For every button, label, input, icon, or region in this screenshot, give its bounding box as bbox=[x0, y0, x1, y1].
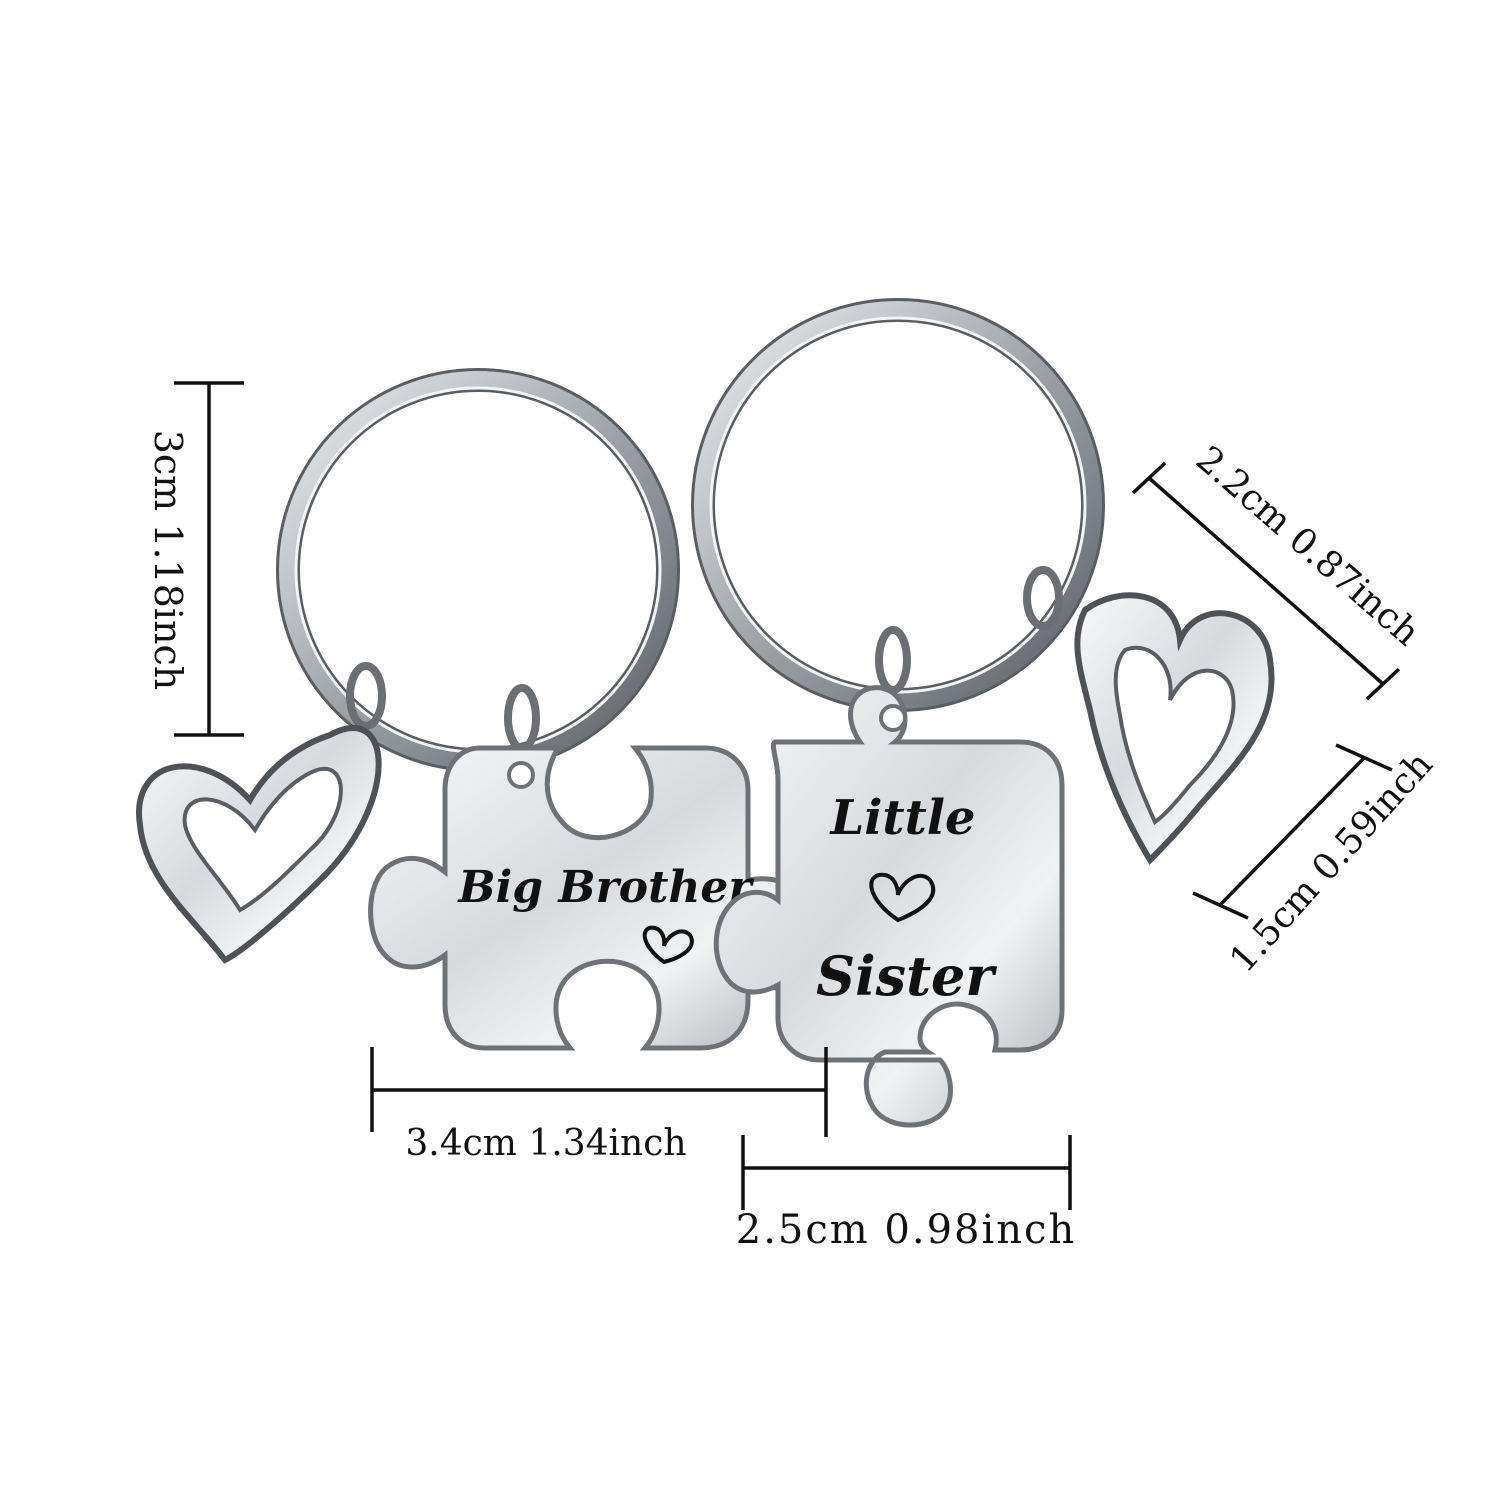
right-width-dimension bbox=[741, 1135, 1072, 1210]
left-width-dimension bbox=[370, 1047, 828, 1137]
left-heart-engraving-icon bbox=[642, 925, 694, 965]
little-text: Little bbox=[828, 790, 975, 846]
little-sister-puzzle-tag: Little Sister bbox=[713, 685, 1065, 1128]
right-heart-engraving-icon bbox=[869, 872, 936, 923]
big-brother-puzzle-tag: Big Brother bbox=[368, 745, 825, 1051]
left-key-ring bbox=[276, 368, 680, 772]
height-dimension bbox=[174, 381, 244, 737]
left-width-dimension-label: 3.4cm 1.34inch bbox=[405, 1123, 686, 1164]
height-dimension-label: 3cm 1.18inch bbox=[146, 430, 190, 691]
right-key-ring bbox=[691, 298, 1105, 712]
jump-rings bbox=[346, 566, 1063, 752]
left-heart-charm bbox=[136, 725, 382, 964]
right-heart-charm bbox=[1074, 592, 1275, 865]
big-brother-text: Big Brother bbox=[456, 862, 754, 913]
sister-text: Sister bbox=[816, 944, 997, 1008]
heart-height-dimension bbox=[1131, 461, 1401, 701]
right-width-dimension-label: 2.5cm 0.98inch bbox=[736, 1207, 1076, 1253]
heart-width-dimension-label: 1.5cm 0.59inch bbox=[1222, 744, 1441, 980]
heart-width-dimension bbox=[1192, 743, 1393, 920]
